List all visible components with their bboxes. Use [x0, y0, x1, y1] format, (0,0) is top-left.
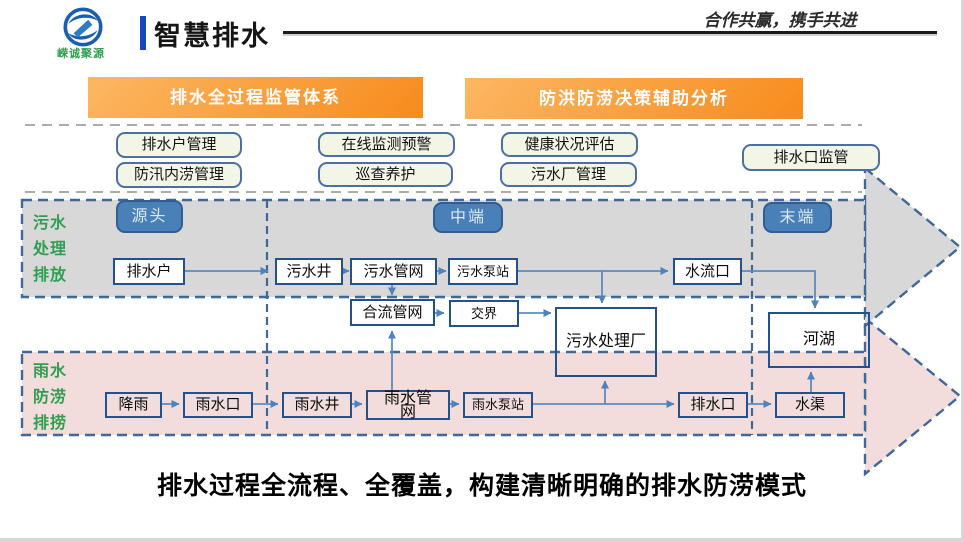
node-combined-pipe-network: 合流管网: [350, 299, 435, 326]
node-channel: 水渠: [775, 392, 845, 418]
sewage-lane-arrowhead: [863, 165, 961, 329]
lane-label-sewage-line1: 污水: [33, 215, 68, 232]
lane-label-sewage: 污水 处理 排放: [33, 211, 67, 289]
node-sewage-pump-station: 污水泵站: [448, 258, 518, 285]
node-sewage-treatment-plant: 污水处理厂: [555, 307, 657, 377]
node-rain-inlet: 雨水口: [183, 392, 253, 418]
banner-supervision-system: 排水全过程监管体系: [88, 77, 423, 118]
node-rainfall: 降雨: [105, 392, 162, 418]
lane-label-rain: 雨水 防涝 排捞: [33, 359, 67, 437]
node-river-lake: 河湖: [768, 312, 870, 368]
lane-label-rain-line2: 防涝: [33, 389, 68, 406]
chip-health-assessment: 健康状况评估: [501, 132, 638, 157]
lane-label-rain-line1: 雨水: [33, 363, 68, 380]
node-sewage-pipe-network: 污水管网: [350, 258, 437, 285]
chip-flood-control-management: 防汛内涝管理: [116, 162, 242, 188]
stage-badge-middle: 中端: [433, 202, 503, 233]
chip-sewage-plant-management: 污水厂管理: [500, 162, 637, 187]
company-logo-icon: [63, 7, 103, 47]
title-accent-bar: [140, 16, 146, 50]
node-rain-pump-station: 雨水泵站: [463, 392, 533, 418]
chip-online-monitoring-warning: 在线监测预警: [318, 132, 455, 157]
stage-badge-end: 末端: [763, 202, 832, 233]
header-slogan: 合作共赢，携手共进: [703, 11, 857, 30]
chip-drain-user-management: 排水户管理: [116, 132, 242, 158]
header-rule: [283, 31, 937, 34]
company-logo-text: 嵘诚聚源: [57, 48, 105, 60]
rain-lane-arrowhead: [863, 315, 961, 477]
chip-inspection-maintenance: 巡查养护: [318, 162, 453, 187]
chip-outlet-supervision: 排水口监管: [742, 144, 880, 171]
node-junction: 交界: [449, 300, 519, 327]
node-sewage-well: 污水井: [275, 258, 343, 285]
lane-label-sewage-line3: 排放: [33, 267, 68, 284]
slide-caption: 排水过程全流程、全覆盖，构建清晰明确的排水防涝模式: [156, 472, 807, 500]
connector-lines: [162, 267, 819, 408]
stage-badge-source: 源头: [116, 200, 183, 233]
node-rain-well: 雨水井: [282, 392, 352, 418]
node-rain-pipe-network: 雨水管网: [366, 390, 450, 421]
lane-label-rain-line3: 排捞: [33, 415, 68, 432]
node-discharge-outlet: 排水口: [678, 392, 748, 418]
node-water-outlet: 水流口: [673, 258, 742, 285]
page-title: 智慧排水: [154, 21, 270, 51]
node-drain-user: 排水户: [113, 258, 185, 285]
banner-flood-decision-analysis: 防洪防涝决策辅助分析: [465, 78, 803, 119]
lane-label-sewage-line2: 处理: [33, 241, 68, 258]
